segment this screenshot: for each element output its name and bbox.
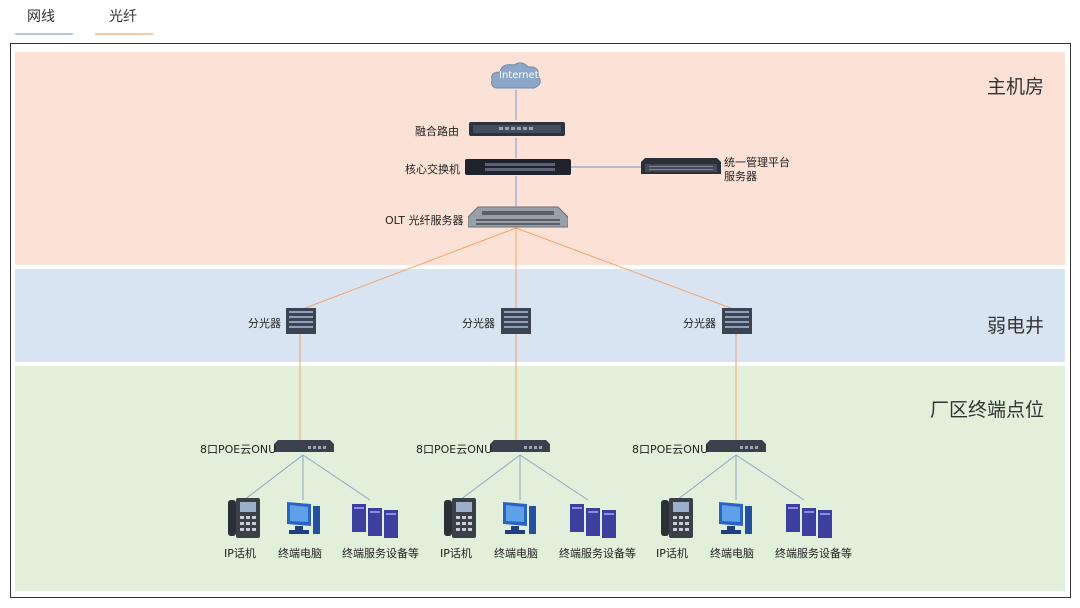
legend-line-cable <box>15 33 73 35</box>
ip-phone-label-1: IP话机 <box>224 547 256 560</box>
fiber-olt-splitter-1 <box>299 227 517 311</box>
zone-weak-well <box>15 269 1065 362</box>
servers-label-3: 终端服务设备等 <box>775 547 852 560</box>
pc-label-2: 终端电脑 <box>494 547 538 560</box>
onu-label-3: 8口POE云ONU <box>632 443 709 456</box>
pc-label-1: 终端电脑 <box>278 547 322 560</box>
zone-terminal-area <box>15 366 1065 591</box>
internet-cloud-icon <box>488 60 544 92</box>
legend-line-fiber <box>95 33 153 35</box>
pc-icon-1 <box>285 500 321 536</box>
servers-icon-2 <box>570 502 618 538</box>
cable-onu3-servers <box>735 454 805 501</box>
cable-onu1-phone <box>243 454 304 501</box>
cable-onu3-phone <box>676 454 737 501</box>
mgmt-server-icon <box>641 156 721 176</box>
mgmt-server-label-1: 统一管理平台 <box>724 156 790 169</box>
pc-label-3: 终端电脑 <box>710 547 754 560</box>
cable-onu2-servers <box>519 454 589 501</box>
ip-phone-icon-1 <box>228 498 260 538</box>
onu-icon-3 <box>706 438 766 454</box>
zone-label-terminal-area: 厂区终端点位 <box>930 399 1045 421</box>
core-switch-icon <box>465 158 571 176</box>
pc-icon-3 <box>717 500 753 536</box>
splitter-label-3: 分光器 <box>683 317 716 330</box>
ip-phone-label-2: IP话机 <box>440 547 472 560</box>
fiber-olt-splitter-3 <box>515 227 737 311</box>
router-label: 融合路由 <box>415 125 459 138</box>
core-switch-label: 核心交换机 <box>405 163 460 176</box>
pc-icon-2 <box>501 500 537 536</box>
servers-icon-1 <box>352 502 400 538</box>
onu-icon-2 <box>490 438 550 454</box>
servers-label-2: 终端服务设备等 <box>559 547 636 560</box>
zone-server-room <box>15 52 1065 265</box>
legend-label-fiber: 光纤 <box>109 9 137 25</box>
onu-icon-1 <box>274 438 334 454</box>
splitter-icon-3 <box>722 308 752 334</box>
diagram-frame <box>10 43 1071 598</box>
servers-icon-3 <box>786 502 834 538</box>
onu-label-1: 8口POE云ONU <box>200 443 277 456</box>
splitter-icon-1 <box>286 308 316 334</box>
legend-label-cable: 网线 <box>27 9 55 25</box>
ip-phone-label-3: IP话机 <box>656 547 688 560</box>
olt-label: OLT 光纤服务器 <box>385 214 464 227</box>
splitter-label-1: 分光器 <box>248 317 281 330</box>
ip-phone-icon-3 <box>661 498 693 538</box>
cable-onu1-servers <box>302 454 371 501</box>
internet-label: Internet <box>499 70 539 81</box>
cable-onu2-phone <box>459 454 521 501</box>
splitter-label-2: 分光器 <box>462 317 495 330</box>
zone-label-weak-well: 弱电井 <box>987 315 1045 337</box>
ip-phone-icon-2 <box>444 498 476 538</box>
onu-label-2: 8口POE云ONU <box>416 443 493 456</box>
olt-icon <box>467 205 569 229</box>
splitter-icon-2 <box>501 308 531 334</box>
zone-label-server-room: 主机房 <box>987 76 1045 98</box>
servers-label-1: 终端服务设备等 <box>342 547 419 560</box>
mgmt-server-label-2: 服务器 <box>724 170 757 183</box>
router-icon <box>469 120 565 138</box>
